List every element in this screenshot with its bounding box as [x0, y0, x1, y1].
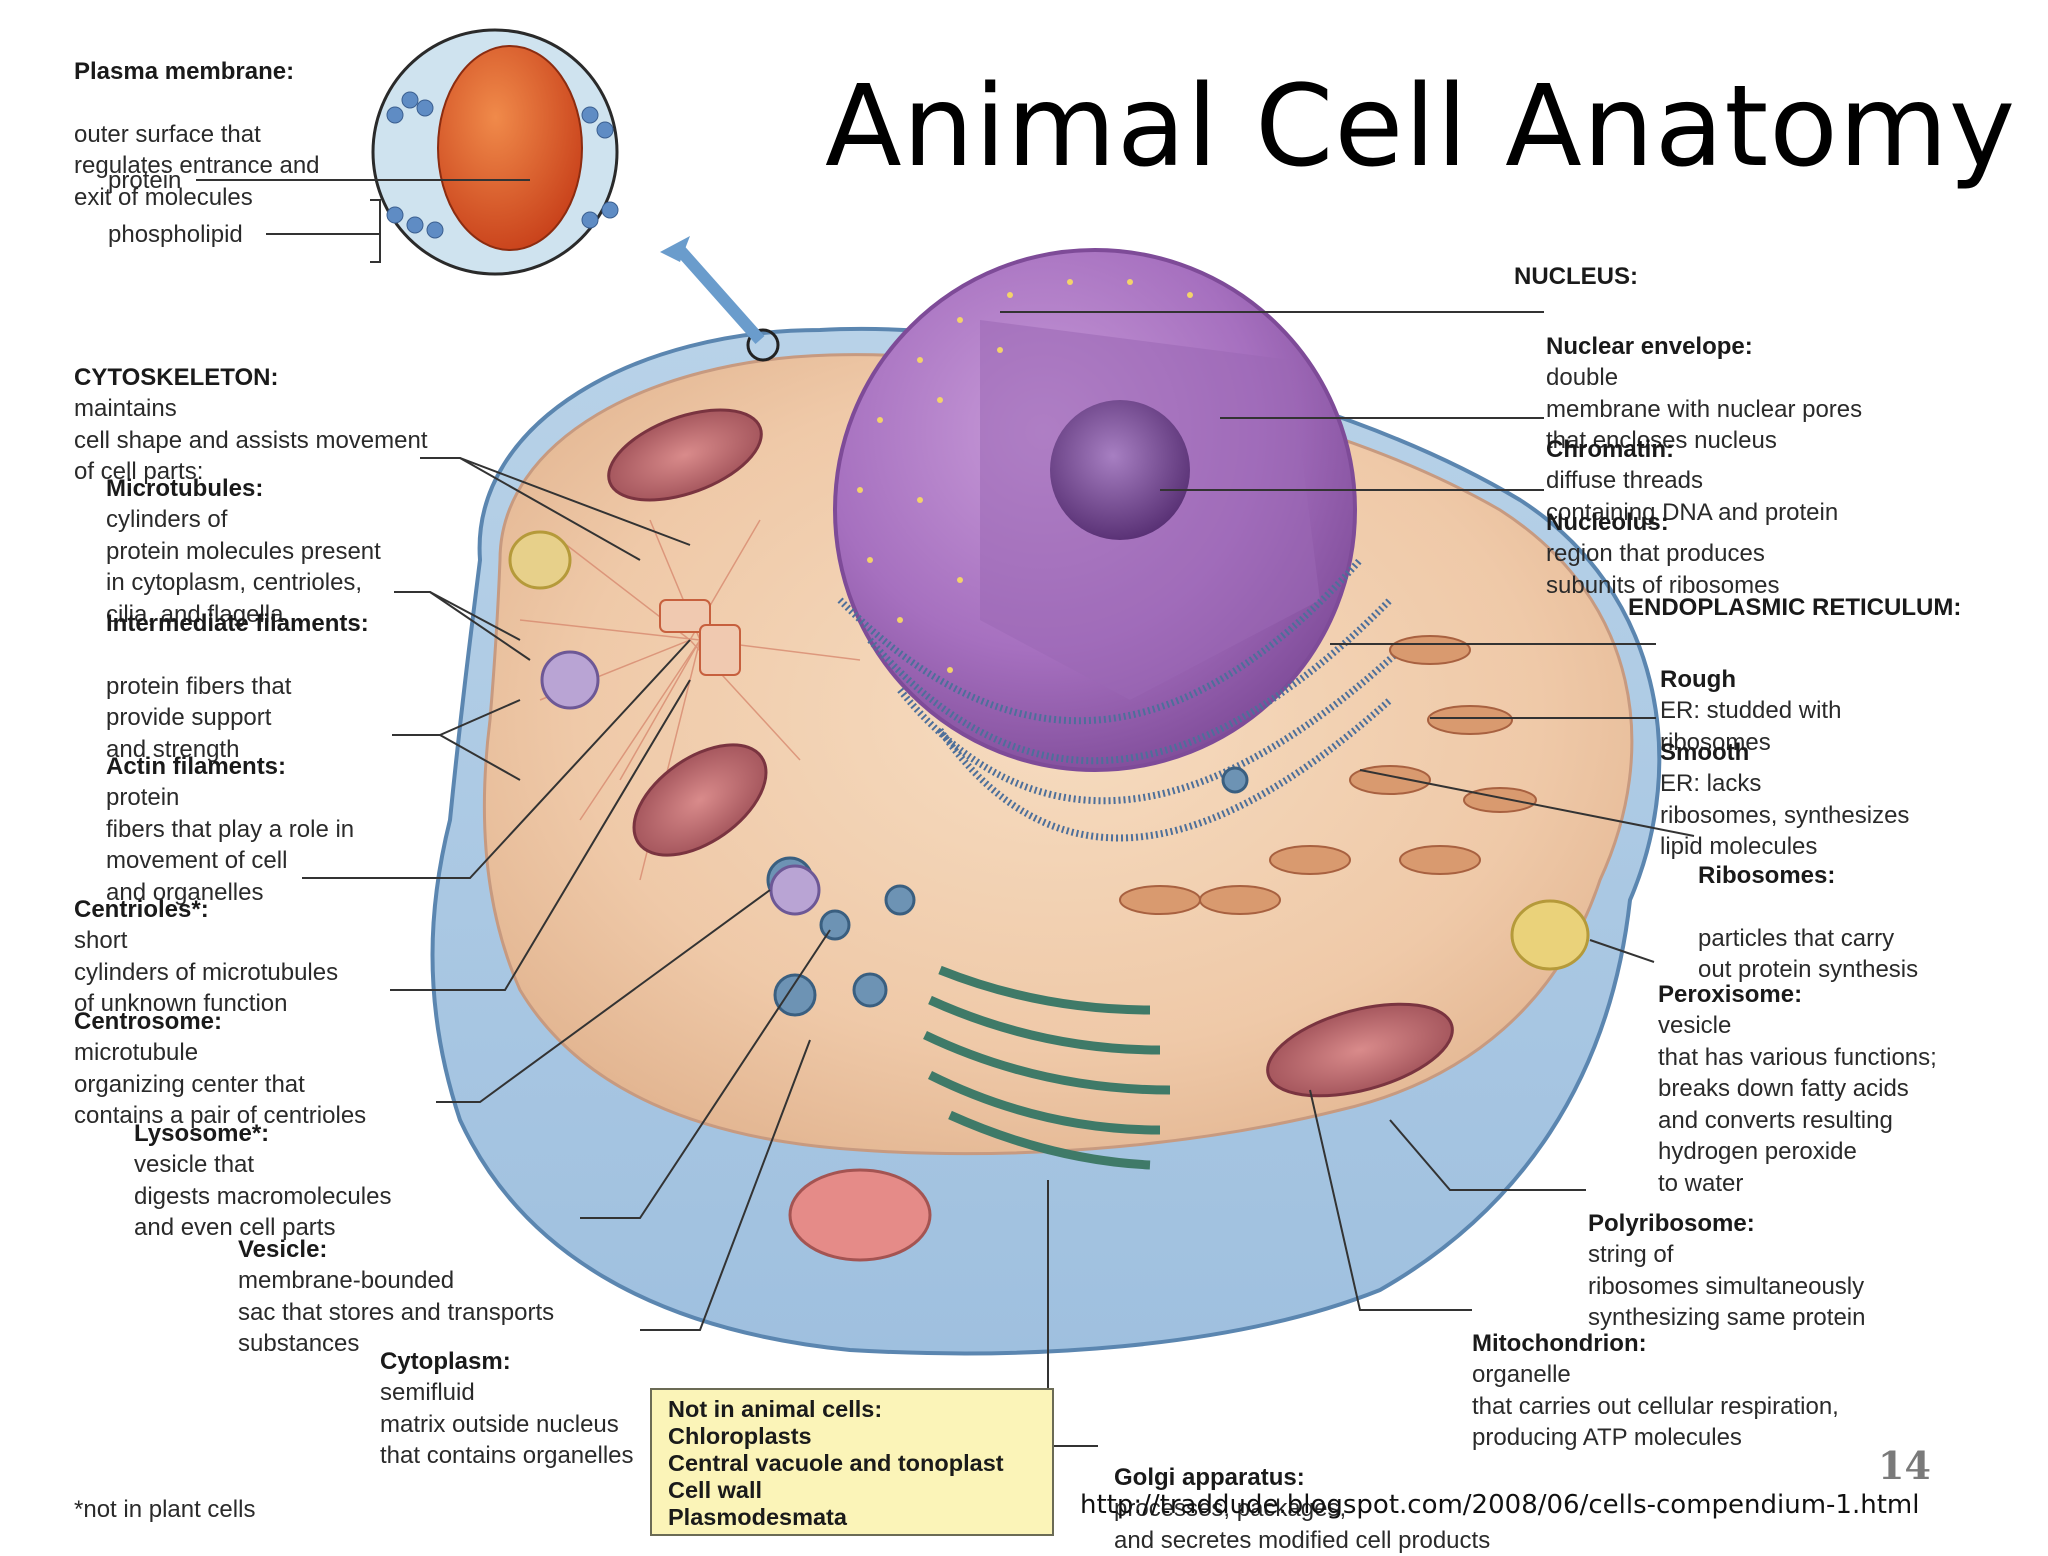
vesicle: [508, 530, 572, 590]
label-body: outer surface that regulates entrance an…: [74, 120, 320, 211]
mitochondrion: [1266, 1002, 1454, 1098]
label-smooth-er: Smooth ER: lacks ribosomes, synthesizes …: [1660, 705, 1909, 863]
label-head: CYTOSKELETON:: [74, 363, 279, 391]
nuclear-pores: [857, 279, 1193, 673]
vesicle: [788, 1168, 932, 1262]
label-centrioles: Centrioles*: short cylinders of microtub…: [74, 862, 338, 1020]
lysosome: [540, 650, 600, 710]
label-rough-er: Rough ER: studded with ribosomes: [1660, 632, 1841, 758]
label-body: particles that carry out protein synthes…: [1698, 924, 1919, 984]
label-head: Plasma membrane:: [74, 57, 295, 85]
label-head: Ribosomes:: [1698, 861, 1836, 889]
label-body: diffuse threads containing DNA and prote…: [1546, 467, 1839, 526]
page-number: 14: [1878, 1443, 1931, 1488]
rough-er: [837, 557, 1403, 842]
label-head: Microtubules:: [106, 474, 264, 502]
header-endoplasmic-reticulum: ENDOPLASMIC RETICULUM:: [1628, 594, 1962, 621]
label-body: maintains cell shape and assists movemen…: [74, 395, 428, 485]
label-body: membrane-bounded sac that stores and tra…: [238, 1267, 555, 1357]
label-head: Smooth: [1660, 738, 1750, 766]
label-body: cylinders of protein molecules present i…: [106, 506, 381, 628]
label-body: short cylinders of microtubules of unkno…: [74, 927, 339, 1017]
golgi-apparatus: [923, 965, 1171, 1170]
label-body: region that produces subunits of ribosom…: [1546, 540, 1780, 599]
plasma-membrane-inset: [371, 28, 780, 362]
note-item: Chloroplasts: [668, 1423, 812, 1449]
note-heading: Not in animal cells:: [668, 1396, 883, 1422]
label-vesicle: Vesicle: membrane-bounded sac that store…: [238, 1202, 554, 1360]
label-head: Nuclear envelope:: [1546, 332, 1753, 360]
label-intermediate-filaments: Intermediate filaments: protein fibers t…: [106, 576, 369, 765]
header-nucleus: NUCLEUS:: [1514, 263, 1638, 290]
label-head: Cytoplasm:: [380, 1347, 511, 1375]
leader-lines: [196, 179, 1695, 1447]
label-body: protein fibers that provide support and …: [106, 672, 292, 763]
footnote: *not in plant cells: [74, 1496, 256, 1523]
label-body: protein fibers that play a role in movem…: [106, 784, 355, 906]
mitochondrion: [607, 408, 763, 502]
label-cytoplasm: Cytoplasm: semifluid matrix outside nucl…: [380, 1314, 634, 1472]
label-nuclear-envelope: Nuclear envelope: double membrane with n…: [1546, 299, 1862, 457]
page-title: Animal Cell Anatomy: [825, 62, 2017, 192]
source-url[interactable]: http://traddude.blogspot.com/2008/06/cel…: [1080, 1490, 1920, 1520]
label-body: ER: lacks ribosomes, synthesizes lipid m…: [1660, 770, 1910, 860]
label-nucleolus: Nucleolus: region that produces subunits…: [1546, 475, 1779, 601]
note-item: Central vacuole and tonoplast: [668, 1450, 1004, 1476]
not-in-animal-cells-box: Not in animal cells: Chloroplasts Centra…: [650, 1388, 1054, 1536]
label-head: Chromatin:: [1546, 435, 1674, 463]
label-ribosomes: Ribosomes: particles that carry out prot…: [1698, 828, 1918, 986]
label-head: Intermediate filaments:: [106, 609, 369, 637]
label-mitochondrion: Mitochondrion: organelle that carries ou…: [1472, 1296, 1839, 1454]
membrane-protein: [437, 45, 583, 251]
label-body: vesicle that has various functions; brea…: [1658, 1012, 1937, 1197]
label-head: Mitochondrion:: [1472, 1329, 1647, 1357]
label-actin-filaments: Actin filaments: protein fibers that pla…: [106, 719, 354, 908]
label-polyribosome: Polyribosome: string of ribosomes simult…: [1588, 1176, 1865, 1334]
label-head: Lysosome*:: [134, 1119, 270, 1147]
label-head: Centrioles*:: [74, 895, 209, 923]
label-body: semifluid matrix outside nucleus that co…: [380, 1379, 634, 1469]
label-peroxisome: Peroxisome: vesicle that has various fun…: [1658, 947, 1937, 1199]
peroxisome: [1510, 899, 1590, 971]
label-head: Vesicle:: [238, 1235, 328, 1263]
lysosome: [769, 864, 821, 916]
note-item: Plasmodesmata: [668, 1504, 847, 1530]
note-item: Cell wall: [668, 1477, 763, 1503]
label-head: Golgi apparatus:: [1114, 1463, 1305, 1491]
label-body: vesicle that digests macromolecules and …: [134, 1151, 392, 1241]
label-body: microtubule organizing center that conta…: [74, 1039, 367, 1129]
label-lysosome: Lysosome*: vesicle that digests macromol…: [134, 1086, 391, 1244]
label-chromatin: Chromatin: diffuse threads containing DN…: [1546, 402, 1838, 528]
label-head: Peroxisome:: [1658, 980, 1803, 1008]
label-head: Polyribosome:: [1588, 1209, 1755, 1237]
label-centrosome: Centrosome: microtubule organizing cente…: [74, 974, 366, 1132]
smooth-er: [1119, 635, 1537, 915]
label-phospholipid: phospholipid: [108, 221, 243, 248]
label-head: Actin filaments:: [106, 752, 287, 780]
label-body: organelle that carries out cellular resp…: [1472, 1361, 1839, 1451]
nucleolus: [1050, 400, 1190, 540]
label-head: Rough: [1660, 665, 1736, 693]
label-microtubules: Microtubules: cylinders of protein molec…: [106, 441, 381, 630]
label-protein: protein: [108, 167, 182, 194]
label-cytoskeleton: CYTOSKELETON: maintains cell shape and a…: [74, 330, 428, 488]
label-head: Centrosome:: [74, 1007, 223, 1035]
label-body: ER: studded with ribosomes: [1660, 697, 1842, 756]
mitochondrion: [632, 743, 768, 857]
label-head: Nucleolus:: [1546, 508, 1669, 536]
label-body: string of ribosomes simultaneously synth…: [1588, 1241, 1866, 1331]
label-plasma-membrane: Plasma membrane: outer surface that regu…: [74, 24, 320, 213]
label-body: double membrane with nuclear pores that …: [1546, 364, 1863, 454]
centrioles: [659, 599, 741, 676]
